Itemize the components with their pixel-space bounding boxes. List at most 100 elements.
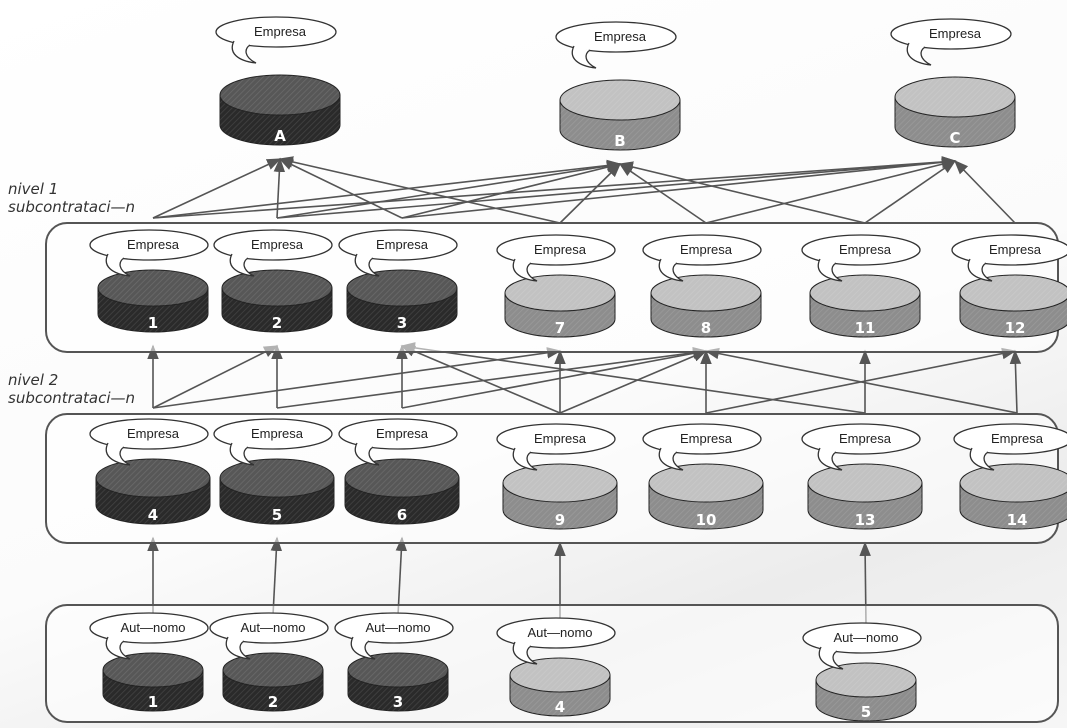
bubble-label-e9: Empresa — [534, 431, 587, 446]
node-A: A Empresa — [215, 16, 341, 146]
node-number-a3: 3 — [393, 693, 403, 711]
level-label-nivel1-line1: nivel 1 — [8, 180, 59, 198]
node-number-e6: 6 — [397, 506, 407, 524]
node-a2: 2 Aut—nomo — [209, 612, 329, 712]
speech-bubble-e7: Empresa — [496, 234, 616, 282]
bubble-label-a2: Aut—nomo — [240, 620, 305, 635]
bubble-label-e3: Empresa — [376, 237, 429, 252]
edge-e13-e3 — [400, 342, 866, 414]
bubble-label-e11: Empresa — [839, 242, 892, 257]
bubble-label-e5: Empresa — [251, 426, 304, 441]
speech-bubble-e13: Empresa — [801, 423, 921, 471]
node-number-e11: 11 — [855, 319, 876, 337]
edge-e6-e8 — [401, 347, 708, 409]
edge-e2-B — [276, 160, 622, 219]
edge-e9-e3 — [400, 345, 561, 414]
node-a4: 4 Aut—nomo — [496, 617, 616, 717]
edge-e11-C — [864, 160, 957, 224]
edge-e8-C — [705, 158, 957, 224]
node-number-e12: 12 — [1005, 319, 1026, 337]
node-number-e8: 8 — [701, 319, 711, 337]
speech-bubble-e1: Empresa — [89, 229, 209, 277]
node-number-a4: 4 — [555, 698, 565, 716]
speech-bubble-e3: Empresa — [338, 229, 458, 277]
speech-bubble-e10: Empresa — [642, 423, 762, 471]
node-number-e2: 2 — [272, 314, 282, 332]
speech-bubble-e2: Empresa — [213, 229, 333, 277]
edge-e3-B — [401, 161, 622, 219]
node-number-a5: 5 — [861, 703, 871, 721]
level-label-nivel1-line2: subcontrataci—n — [8, 198, 136, 216]
speech-bubble-C: Empresa — [890, 18, 1012, 66]
bubble-label-e14: Empresa — [991, 431, 1044, 446]
edge-e7-A — [278, 156, 561, 224]
node-number-a1: 1 — [148, 693, 158, 711]
edge-e11-B — [618, 161, 866, 224]
speech-bubble-A: Empresa — [215, 16, 337, 64]
node-a1: 1 Aut—nomo — [89, 612, 209, 712]
node-number-B: B — [614, 132, 625, 150]
speech-bubble-e9: Empresa — [496, 423, 616, 471]
edge-e1-C — [152, 156, 957, 219]
node-number-e13: 13 — [855, 511, 876, 529]
node-e5: 5 Empresa — [213, 418, 335, 525]
bubble-label-e10: Empresa — [680, 431, 733, 446]
edge-e3-A — [278, 158, 403, 219]
node-number-C: C — [949, 129, 960, 147]
speech-bubble-a2: Aut—nomo — [209, 612, 329, 660]
node-e1: 1 Empresa — [89, 229, 209, 333]
speech-bubble-e5: Empresa — [213, 418, 333, 466]
edge-a2-e5 — [270, 536, 283, 616]
node-number-e7: 7 — [555, 319, 565, 337]
bubble-label-e12: Empresa — [989, 242, 1042, 257]
node-number-e10: 10 — [696, 511, 717, 529]
node-e2: 2 Empresa — [213, 229, 333, 333]
bubble-label-e6: Empresa — [376, 426, 429, 441]
edge-e14-e12 — [1009, 349, 1022, 414]
edge-e4-e7 — [152, 347, 562, 409]
bubble-label-B: Empresa — [594, 29, 647, 44]
bubble-label-e7: Empresa — [534, 242, 587, 257]
node-number-e5: 5 — [272, 506, 282, 524]
edge-e4-e2 — [152, 345, 279, 409]
node-e12: 12 Empresa — [951, 234, 1067, 338]
speech-bubble-a4: Aut—nomo — [496, 617, 616, 665]
bubble-label-A: Empresa — [254, 24, 307, 39]
node-number-a2: 2 — [268, 693, 278, 711]
bubble-label-a5: Aut—nomo — [833, 630, 898, 645]
node-a5: 5 Aut—nomo — [802, 622, 922, 722]
speech-bubble-e6: Empresa — [338, 418, 458, 466]
node-number-e14: 14 — [1007, 511, 1028, 529]
level-label-nivel2-line2: subcontrataci—n — [8, 389, 136, 407]
speech-bubble-a3: Aut—nomo — [334, 612, 454, 660]
edge-e8-B — [618, 163, 707, 224]
node-e10: 10 Empresa — [642, 423, 764, 530]
edge-e1-B — [152, 159, 622, 219]
edge-e2-C — [276, 156, 957, 219]
node-number-e1: 1 — [148, 314, 158, 332]
edge-e14-e8 — [704, 347, 1018, 414]
edge-e9-e8 — [559, 350, 708, 414]
speech-bubble-e12: Empresa — [951, 234, 1067, 282]
speech-bubble-e8: Empresa — [642, 234, 762, 282]
speech-bubble-a1: Aut—nomo — [89, 612, 209, 660]
speech-bubble-e14: Empresa — [953, 423, 1067, 471]
bubble-label-a3: Aut—nomo — [365, 620, 430, 635]
node-e7: 7 Empresa — [496, 234, 616, 338]
edge-e7-B — [559, 162, 622, 224]
edge-e5-e8 — [276, 346, 708, 409]
speech-bubble-a5: Aut—nomo — [802, 622, 922, 670]
bubble-label-e4: Empresa — [127, 426, 180, 441]
edge-e1-A — [152, 158, 282, 219]
node-a3: 3 Aut—nomo — [334, 612, 454, 712]
node-e6: 6 Empresa — [338, 418, 460, 525]
node-number-A: A — [274, 127, 286, 145]
node-B: B Empresa — [555, 21, 681, 151]
level-label-nivel2-line1: nivel 2 — [8, 371, 59, 389]
bubble-label-a4: Aut—nomo — [527, 625, 592, 640]
